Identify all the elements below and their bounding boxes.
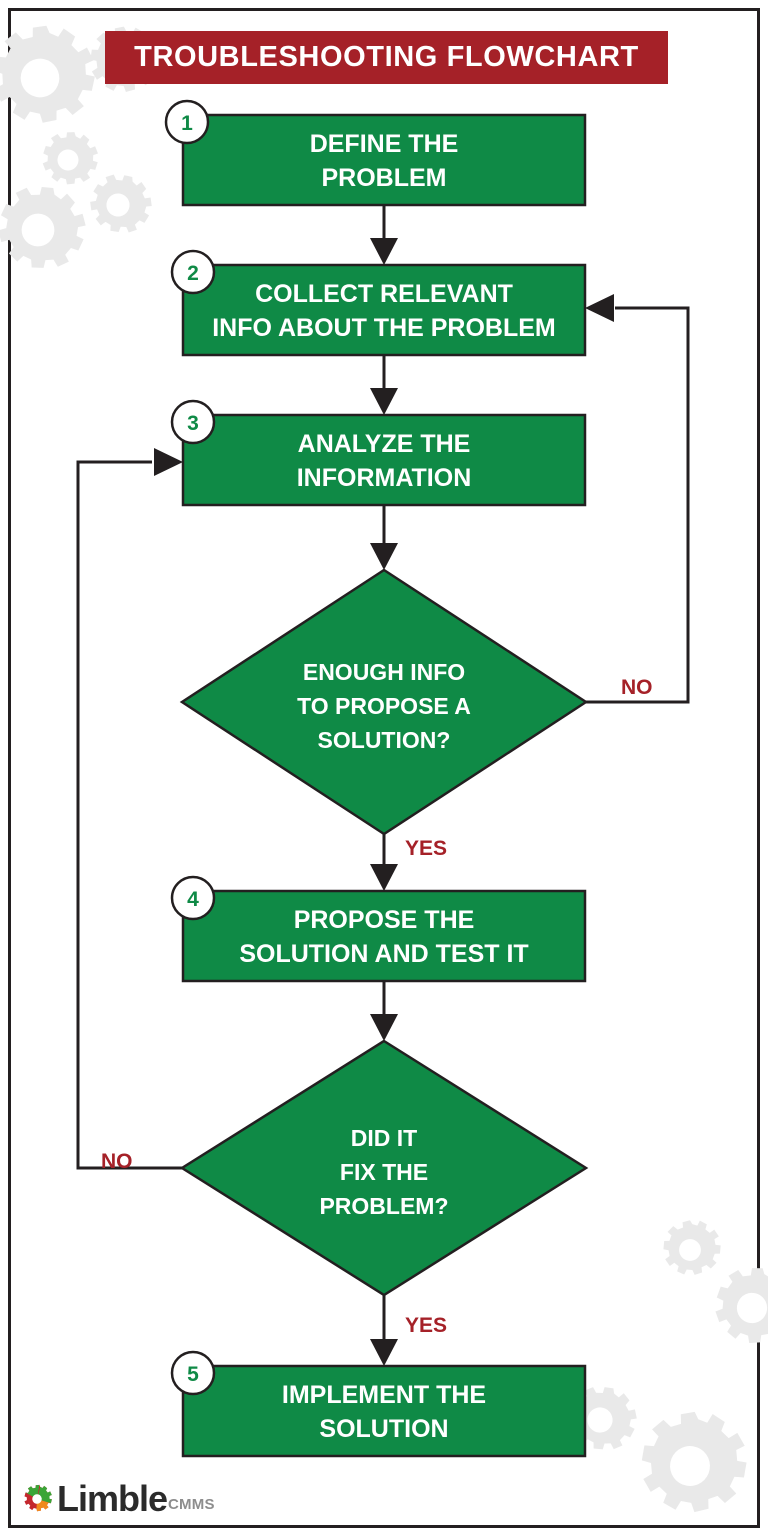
limble-cmms-logo: Limble CMMS bbox=[22, 1478, 215, 1519]
connector-d2-n3-no bbox=[76, 448, 183, 1170]
node-4-line-1: PROPOSE THE bbox=[294, 906, 475, 934]
connector-d2-n5-yes bbox=[370, 1295, 398, 1366]
node-3-line-1: ANALYZE THE bbox=[298, 430, 471, 458]
decision-2-line-3: PROBLEM? bbox=[319, 1193, 448, 1219]
node-2-line-2: INFO ABOUT THE PROBLEM bbox=[212, 314, 556, 342]
connector-n4-d2 bbox=[370, 981, 398, 1041]
connector-n3-d1 bbox=[370, 505, 398, 570]
flow-decision-did-it-fix-the-problem[interactable]: DID IT FIX THE PROBLEM? bbox=[179, 1039, 589, 1297]
limble-gear-icon bbox=[24, 1485, 52, 1512]
connector-n2-n3 bbox=[370, 355, 398, 415]
node-1-line-2: PROBLEM bbox=[322, 164, 447, 192]
connector-d1-n2-no bbox=[585, 294, 690, 704]
step-number-circle-2 bbox=[170, 249, 216, 295]
connector-d1-n4-yes bbox=[370, 834, 398, 891]
connector-n1-n2 bbox=[370, 205, 398, 265]
decision-1-line-1: ENOUGH INFO bbox=[303, 659, 465, 685]
logo-suffix: CMMS bbox=[168, 1496, 215, 1514]
step-number-circle-4 bbox=[170, 875, 216, 921]
node-1-line-1: DEFINE THE bbox=[310, 130, 459, 158]
decision-2-line-2: FIX THE bbox=[340, 1159, 428, 1185]
flow-node-analyze-the-information[interactable]: ANALYZE THE INFORMATION 3 bbox=[170, 399, 587, 507]
branch-label-yes-top: YES bbox=[405, 837, 447, 860]
step-number-1: 1 bbox=[181, 112, 193, 135]
branch-label-no-bottom: NO bbox=[101, 1150, 133, 1173]
step-number-5: 5 bbox=[187, 1363, 199, 1386]
node-5-line-2: SOLUTION bbox=[319, 1415, 448, 1443]
flow-decision-enough-info[interactable]: ENOUGH INFO TO PROPOSE A SOLUTION? bbox=[179, 568, 589, 836]
flow-node-collect-relevant-info[interactable]: COLLECT RELEVANT INFO ABOUT THE PROBLEM … bbox=[170, 249, 587, 357]
node-3-line-2: INFORMATION bbox=[297, 464, 472, 492]
decision-1-line-2: TO PROPOSE A bbox=[297, 693, 471, 719]
step-number-circle-3 bbox=[170, 399, 216, 445]
flow-node-propose-the-solution[interactable]: PROPOSE THE SOLUTION AND TEST IT 4 bbox=[170, 875, 587, 983]
step-number-3: 3 bbox=[187, 412, 199, 435]
step-number-circle-5 bbox=[170, 1350, 216, 1396]
title-banner: TROUBLESHOOTING FLOWCHART bbox=[105, 31, 668, 84]
node-2-line-1: COLLECT RELEVANT bbox=[255, 280, 513, 308]
flow-node-implement-the-solution[interactable]: IMPLEMENT THE SOLUTION 5 bbox=[170, 1350, 587, 1458]
page-title: TROUBLESHOOTING FLOWCHART bbox=[134, 41, 639, 73]
node-5-line-1: IMPLEMENT THE bbox=[282, 1381, 486, 1409]
branch-label-yes-bottom: YES bbox=[405, 1314, 447, 1337]
node-4-line-2: SOLUTION AND TEST IT bbox=[239, 940, 528, 968]
step-number-4: 4 bbox=[187, 888, 199, 911]
flow-node-define-the-problem[interactable]: DEFINE THE PROBLEM 1 bbox=[164, 99, 587, 207]
decision-1-line-3: SOLUTION? bbox=[318, 727, 451, 753]
decision-2-line-1: DID IT bbox=[351, 1125, 417, 1151]
branch-label-no-top: NO bbox=[621, 676, 653, 699]
step-number-2: 2 bbox=[187, 262, 199, 285]
step-number-circle-1 bbox=[164, 99, 210, 145]
logo-wordmark: Limble bbox=[57, 1478, 168, 1519]
